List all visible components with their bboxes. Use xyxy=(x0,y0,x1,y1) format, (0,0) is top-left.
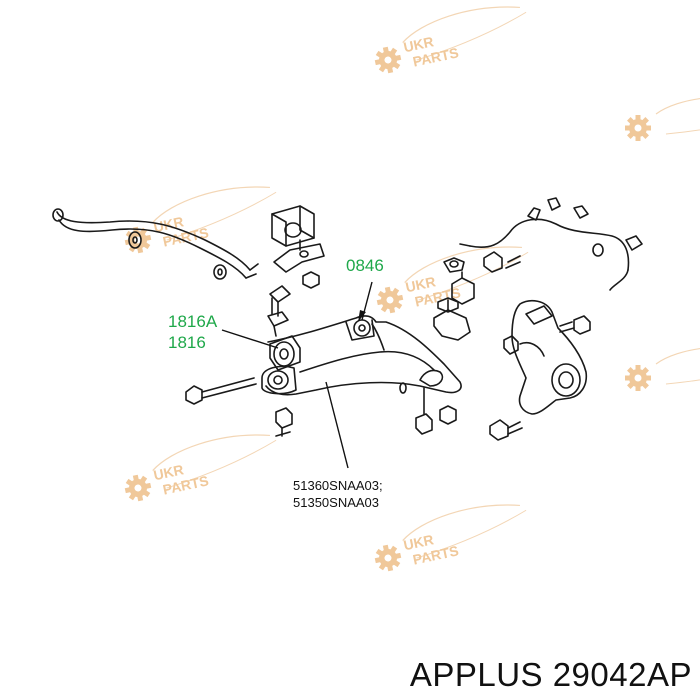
stabilizer-bushing xyxy=(271,205,315,247)
bar-washer-right xyxy=(213,264,227,280)
rear-bushing xyxy=(261,365,297,395)
callout-51350snaa03: 51350SNAA03 xyxy=(293,495,380,510)
stabilizer-bar xyxy=(52,208,259,279)
lower-control-arm xyxy=(265,315,462,396)
knuckle-bolt-upper xyxy=(559,315,591,335)
stabilizer-link xyxy=(267,285,291,337)
leader-control-arm xyxy=(325,381,349,469)
steering-knuckle xyxy=(511,299,588,415)
watermark-line1: UKR xyxy=(402,33,435,55)
leader-0846-arrow xyxy=(358,310,366,322)
stabilizer-bracket xyxy=(273,239,325,273)
callout-0846: 0846 xyxy=(346,256,384,275)
part-number-label: APPLUS 29042AP xyxy=(409,656,692,693)
ball-joint-boot xyxy=(451,271,475,305)
callout-1816: 1816 xyxy=(168,333,206,352)
knuckle-nut-left xyxy=(503,335,519,355)
bracket-bolt xyxy=(302,271,320,289)
abs-sensor-wire xyxy=(459,197,643,291)
lower-bolt-center xyxy=(415,387,433,435)
arm-bushing-0846 xyxy=(353,319,371,337)
watermark-line1: UKR xyxy=(152,213,185,235)
callout-1816a: 1816A xyxy=(168,312,218,331)
mounting-bolt xyxy=(185,377,257,405)
knuckle-bolt-lower xyxy=(489,419,523,441)
lower-bolt-small xyxy=(399,382,407,394)
ball-joint xyxy=(433,297,471,341)
front-bushing xyxy=(269,335,301,371)
lower-nut-right xyxy=(439,405,457,425)
watermark-line1: UKR xyxy=(402,531,435,553)
lower-bolt-left xyxy=(275,407,293,437)
clip-hardware xyxy=(443,251,521,273)
bar-washer-left xyxy=(128,231,142,249)
watermark-line1: UKR xyxy=(152,461,185,483)
callout-51360snaa03: 51360SNAA03; xyxy=(293,478,383,493)
leader-lines xyxy=(221,281,373,469)
leader-1816 xyxy=(221,329,279,349)
watermark-line1: UKR xyxy=(404,273,437,295)
